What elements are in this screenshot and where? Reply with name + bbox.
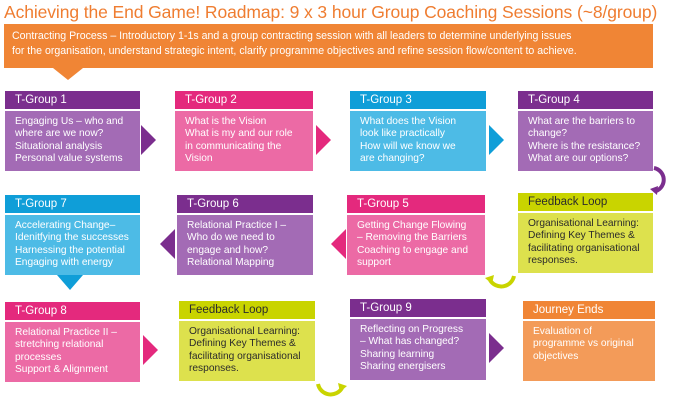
card-t-group-4: T-Group 4 What are the barriers to chang…: [518, 91, 653, 171]
card-line: engage and how?: [187, 244, 269, 256]
arrow-left-icon: [160, 229, 175, 259]
card-t-group-8: T-Group 8 Relational Practice II – stret…: [5, 302, 140, 382]
card-line: Organisational Learning:: [528, 218, 640, 229]
card-body: Relational Practice II – stretching rela…: [5, 322, 140, 382]
arrow-right-icon: [316, 125, 331, 155]
card-title: T-Group 3: [350, 91, 486, 109]
arrow-right-icon: [143, 335, 158, 365]
card-line: What are the barriers to: [528, 116, 636, 127]
card-body: Accelerating Change– Idenitfying the suc…: [5, 215, 140, 275]
card-line: Evaluation of: [533, 326, 592, 337]
card-title: T-Group 2: [175, 91, 313, 109]
card-line: Sharing learning: [360, 348, 435, 360]
card-title: T-Group 5: [347, 195, 485, 213]
contracting-process-banner: Contracting Process – Introductory 1-1s …: [4, 24, 653, 68]
card-line: Defining Key Themes &: [189, 338, 296, 350]
card-line: Idenitfying the successes: [15, 232, 129, 244]
card-line: Defining Key Themes &: [528, 230, 635, 242]
card-body: Reflecting on Progress – What has change…: [350, 319, 486, 380]
arrow-right-icon: [489, 125, 504, 155]
card-title: Journey Ends: [523, 301, 655, 319]
card-title: T-Group 7: [5, 195, 140, 213]
banner-pointer-icon: [53, 68, 83, 80]
card-t-group-9: T-Group 9 Reflecting on Progress – What …: [350, 299, 486, 380]
card-line: facilitating organisational: [189, 350, 301, 362]
arrow-left-icon: [331, 229, 346, 259]
card-line: Support & Alignment: [15, 364, 108, 376]
card-line: Where is the resistance?: [528, 140, 641, 152]
card-line: Relational Practice II –: [15, 327, 117, 338]
card-title: T-Group 4: [518, 91, 653, 109]
card-t-group-3: T-Group 3 What does the Vision look like…: [350, 91, 486, 171]
card-line: are changing?: [360, 153, 425, 165]
card-line: Personal value systems: [15, 153, 123, 165]
diagram-title: Achieving the End Game! Roadmap: 9 x 3 h…: [4, 2, 658, 22]
card-line: What is my and our role: [185, 128, 293, 140]
card-t-group-6: T-Group 6 Relational Practice I – Who do…: [177, 195, 313, 275]
card-line: facilitating organisational: [528, 242, 640, 254]
card-line: – What has changed?: [360, 336, 460, 348]
card-t-group-7: T-Group 7 Accelerating Change– Idenitfyi…: [5, 195, 140, 275]
card-line: Reflecting on Progress: [360, 324, 464, 335]
card-line: Coaching to engage and: [357, 244, 469, 256]
banner-line: Contracting Process – Introductory 1-1s …: [12, 30, 572, 42]
card-line: responses.: [189, 363, 239, 375]
card-body: Organisational Learning: Defining Key Th…: [179, 321, 315, 381]
card-line: Getting Change Flowing: [357, 220, 467, 231]
card-line: Harnessing the potential: [15, 244, 125, 256]
banner-line: for the organisation, understand strateg…: [12, 45, 577, 57]
card-t-group-1: T-Group 1 Engaging Us – who and where ar…: [5, 91, 140, 171]
card-line: programme vs original: [533, 338, 634, 350]
card-title: T-Group 9: [350, 299, 486, 317]
card-line: Engaging with energy: [15, 257, 113, 269]
card-line: look like practically: [360, 128, 445, 140]
card-body: Getting Change Flowing – Removing the Ba…: [347, 215, 485, 275]
card-body: Evaluation of programme vs original obje…: [523, 321, 655, 381]
card-line: support: [357, 257, 391, 269]
curved-arrow-left-icon: [485, 275, 516, 289]
card-line: Organisational Learning:: [189, 326, 301, 337]
card-line: responses.: [528, 255, 578, 267]
arrow-right-icon: [489, 333, 504, 363]
card-line: Relational Practice I –: [187, 220, 287, 231]
card-body: Relational Practice I – Who do we need t…: [177, 215, 313, 275]
card-line: stretching relational: [15, 339, 104, 351]
card-line: What is the Vision: [185, 116, 267, 127]
arrow-down-icon: [57, 275, 83, 290]
card-title: T-Group 8: [5, 302, 140, 320]
card-body: Organisational Learning: Defining Key Th…: [518, 213, 653, 273]
card-line: where are we now?: [15, 128, 104, 140]
curved-arrow-down-icon: [650, 166, 666, 195]
card-line: Sharing energisers: [360, 361, 446, 373]
card-line: Situational analysis: [15, 140, 103, 152]
card-line: Vision: [185, 153, 213, 165]
card-line: objectives: [533, 350, 579, 362]
card-feedback-loop-1: Feedback Loop Organisational Learning: D…: [518, 193, 653, 273]
card-line: Engaging Us – who and: [15, 116, 124, 127]
card-line: change?: [528, 128, 568, 140]
card-journey-ends: Journey Ends Evaluation of programme vs …: [523, 301, 655, 381]
arrow-right-icon: [141, 125, 156, 155]
card-body: What is the Vision What is my and our ro…: [175, 111, 313, 171]
card-title: T-Group 1: [5, 91, 140, 109]
card-feedback-loop-2: Feedback Loop Organisational Learning: D…: [179, 301, 315, 381]
card-title: T-Group 6: [177, 195, 313, 213]
card-line: Who do we need to: [187, 232, 275, 244]
card-title: Feedback Loop: [518, 193, 653, 211]
card-line: What does the Vision: [360, 116, 457, 127]
card-line: Accelerating Change–: [15, 220, 116, 231]
card-line: Relational Mapping: [187, 257, 275, 269]
card-line: processes: [15, 351, 62, 363]
card-body: What does the Vision look like practical…: [350, 111, 486, 171]
card-line: How will we know we: [360, 140, 456, 152]
card-t-group-2: T-Group 2 What is the Vision What is my …: [175, 91, 313, 171]
card-t-group-5: T-Group 5 Getting Change Flowing – Remov…: [347, 195, 485, 275]
card-title: Feedback Loop: [179, 301, 315, 319]
curved-arrow-right-icon: [316, 383, 347, 397]
card-body: What are the barriers to change? Where i…: [518, 111, 653, 171]
card-body: Engaging Us – who and where are we now? …: [5, 111, 140, 171]
card-line: What are our options?: [528, 153, 629, 165]
card-line: in communicating the: [185, 140, 282, 152]
card-line: – Removing the Barriers: [357, 232, 467, 244]
